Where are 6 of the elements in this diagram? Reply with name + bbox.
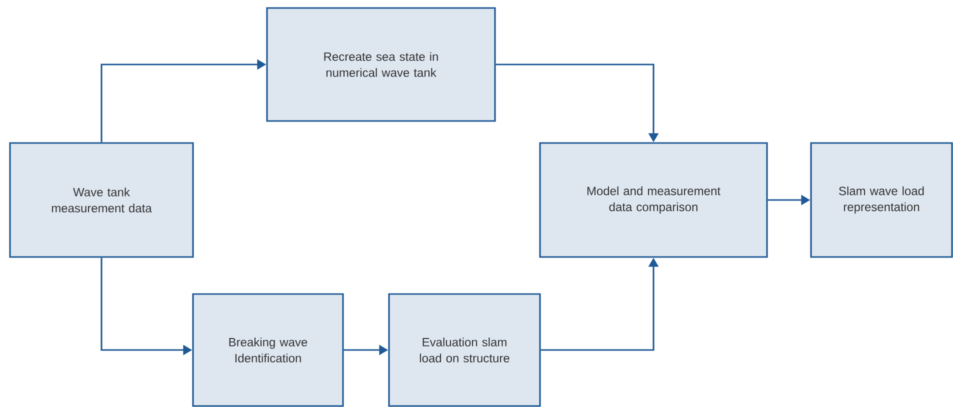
process-box: Recreate sea state in numerical wave tank	[266, 7, 496, 122]
process-box: Evaluation slam load on structure	[388, 293, 541, 407]
process-box: Wave tank measurement data	[9, 142, 194, 258]
process-box: Slam wave load representation	[810, 142, 953, 258]
process-box: Breaking wave Identification	[192, 293, 344, 407]
process-box: Model and measurement data comparison	[539, 142, 768, 258]
